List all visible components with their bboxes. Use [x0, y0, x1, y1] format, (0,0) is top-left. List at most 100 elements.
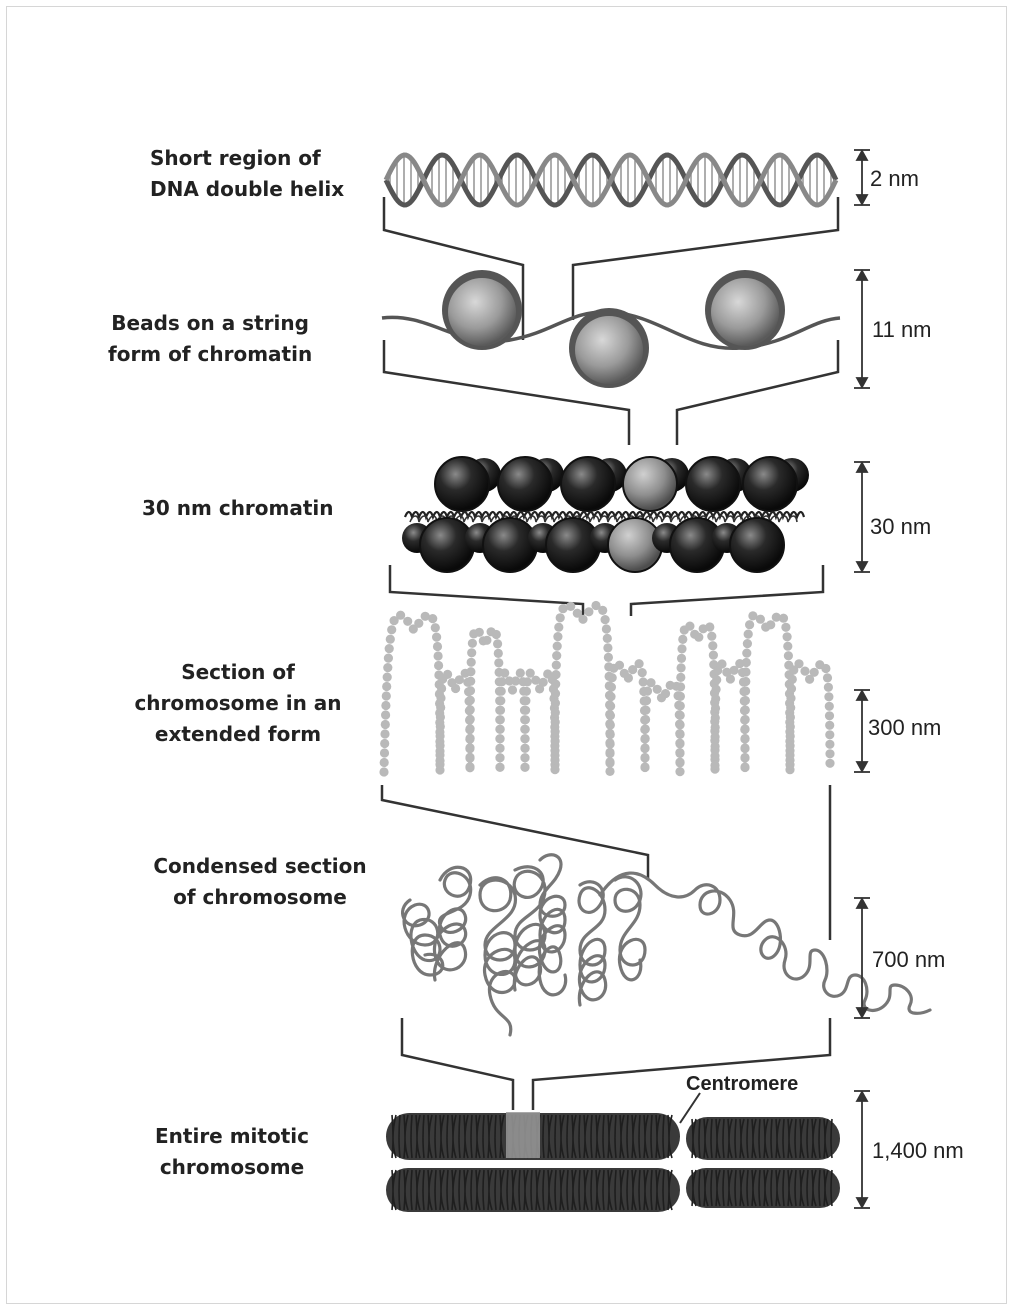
chromatin-bead: [494, 649, 503, 658]
scale-bar-arrow: [857, 271, 867, 280]
chromatin-bead: [379, 767, 388, 776]
chromatin-bead: [475, 628, 484, 637]
chromatin-bead: [523, 677, 532, 686]
chromatin-bead: [552, 651, 561, 660]
chromatin-bead: [605, 767, 614, 776]
chromatin-bead: [466, 715, 475, 724]
chromatin-bead: [381, 720, 390, 729]
chromatin-bead: [786, 732, 795, 741]
nucleosome: [686, 457, 740, 511]
chromatin-bead: [384, 654, 393, 663]
chromatin-bead: [521, 744, 530, 753]
chromatin-bead: [708, 641, 717, 650]
centromere-pointer: [680, 1093, 700, 1123]
chromatin-bead: [677, 644, 686, 653]
chromatin-bead: [741, 696, 750, 705]
chromatin-bead: [705, 622, 714, 631]
chromatin-bead: [741, 667, 750, 676]
chromatin-bead: [603, 634, 612, 643]
chromatin-bead: [492, 630, 501, 639]
chromatin-bead: [741, 734, 750, 743]
chromatin-bead: [465, 743, 474, 752]
chromatin-bead: [605, 749, 614, 758]
chromatin-bead: [639, 677, 648, 686]
chromatin-bead: [825, 711, 834, 720]
chromatin-bead: [605, 759, 614, 768]
chromatin-bead: [383, 673, 392, 682]
chromatin-bead: [642, 696, 651, 705]
chromatin-bead: [823, 673, 832, 682]
chromatin-bead: [578, 615, 587, 624]
chromatin-bead: [381, 701, 390, 710]
scale-bars: [854, 150, 870, 1208]
chromatin-bead: [521, 715, 530, 724]
scale-bar-arrow: [857, 1198, 867, 1207]
chromatin-bead: [711, 713, 720, 722]
chromatin-bead: [741, 677, 750, 686]
chromatin-bead: [675, 739, 684, 748]
chromatin-bead: [675, 749, 684, 758]
scale-bar-arrow: [857, 1008, 867, 1017]
chromatin-bead: [766, 620, 775, 629]
chromatin-bead: [466, 667, 475, 676]
chromatin-bead: [676, 711, 685, 720]
chromatin-bead: [434, 661, 443, 670]
chromatin-bead: [550, 765, 559, 774]
chromatin-bead: [800, 667, 809, 676]
chromatin-bead: [742, 649, 751, 658]
chromatin-bead: [685, 622, 694, 631]
chromatin-bead: [382, 682, 391, 691]
chromatin-bead: [436, 731, 445, 740]
chromatin-bead: [553, 632, 562, 641]
chromatin-bead: [520, 753, 529, 762]
chromatin-bead: [496, 725, 505, 734]
scale-bar-arrow: [857, 195, 867, 204]
chromatin-bead: [784, 651, 793, 660]
chromatin-bead: [500, 668, 509, 677]
chromatin-bead: [465, 753, 474, 762]
chromatin-bead: [710, 751, 719, 760]
highlighted-section: [506, 1112, 540, 1158]
chromatin-bead: [380, 729, 389, 738]
chromatin-bead: [386, 635, 395, 644]
chromatin-bead: [380, 748, 389, 757]
chromatin-bead: [787, 684, 796, 693]
chromatin-bead: [433, 642, 442, 651]
scale-bar-arrow: [857, 562, 867, 571]
chromatin-bead: [825, 721, 834, 730]
chromatin-bead: [675, 758, 684, 767]
chromatin-bead: [466, 696, 475, 705]
chromatin-bead: [712, 675, 721, 684]
scale-bar-arrow: [857, 151, 867, 160]
chromatid-arm: [686, 1117, 840, 1160]
chromatin-bead: [496, 696, 505, 705]
chromatin-bead: [551, 689, 560, 698]
nucleosome: [561, 457, 615, 511]
chromatin-bead: [443, 670, 452, 679]
chromatin-bead: [482, 636, 491, 645]
nucleosome-bead: [569, 308, 649, 388]
chromatin-bead: [495, 763, 504, 772]
chromatin-bead: [825, 759, 834, 768]
chromatin-bead: [496, 734, 505, 743]
chromatin-bead: [606, 721, 615, 730]
chromatin-bead: [387, 625, 396, 634]
chromatin-bead: [786, 722, 795, 731]
chromatin-bead: [380, 758, 389, 767]
chromatin-bead: [554, 623, 563, 632]
chromatin-bead: [740, 762, 749, 771]
chromatin-bead: [741, 724, 750, 733]
nucleosome: [498, 457, 552, 511]
chromatin-bead: [676, 720, 685, 729]
chromatin-bead: [781, 623, 790, 632]
chromatin-bead: [396, 611, 405, 620]
chromatin-bead: [640, 753, 649, 762]
chromatin-bead: [676, 692, 685, 701]
chromatin-bead: [643, 687, 652, 696]
chromatin-bead: [436, 722, 445, 731]
chromatin-bead: [711, 694, 720, 703]
chromatin-bead: [640, 762, 649, 771]
chromatin-bead: [522, 687, 531, 696]
scale-bar-arrow: [857, 899, 867, 908]
